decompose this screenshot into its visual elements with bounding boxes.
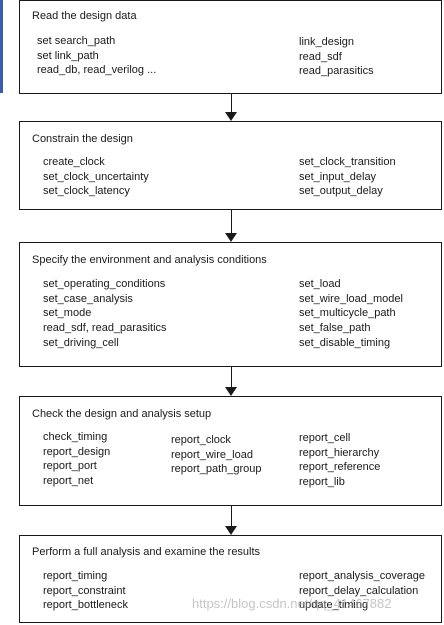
command-label: read_sdf: [299, 50, 342, 63]
command-label: set_operating_conditions: [43, 278, 166, 290]
watermark-text: https://blog.csdn.net/qq_41467882: [192, 596, 392, 611]
command-label: read_db, read_verilog ...: [37, 64, 157, 77]
command-label: set_load: [299, 278, 341, 290]
command-label: set_input_delay: [299, 170, 377, 183]
arrow-head: [225, 233, 237, 242]
command-label: set_case_analysis: [43, 292, 133, 305]
arrow-shaft: [230, 94, 232, 113]
arrow-shaft: [230, 210, 232, 234]
command-label: set_mode: [43, 307, 92, 320]
command-label: report_timing: [43, 570, 108, 582]
command-label: set_multicycle_path: [299, 307, 396, 320]
command-label: report_port: [43, 460, 97, 473]
arrow-head: [225, 526, 237, 535]
arrow-shaft: [230, 367, 232, 388]
command-column: set_operating_conditions set_case_analys…: [43, 277, 167, 350]
command-label: report_net: [43, 475, 94, 488]
command-label: create_clock: [43, 156, 105, 168]
command-label: set_false_path: [299, 322, 371, 335]
command-label: set link_path: [37, 49, 99, 62]
command-label: set_clock_latency: [43, 185, 130, 198]
command-column: report_analysis_coverage report_delay_ca…: [299, 569, 425, 613]
command-label: set_disable_timing: [299, 336, 391, 349]
command-label: set search_path: [37, 35, 116, 47]
stage-check-design: Check the design and analysis setup chec…: [19, 396, 442, 506]
command-column: set_clock_transition set_input_delay set…: [299, 155, 396, 199]
command-label: report_path_group: [171, 463, 262, 476]
command-column: link_design read_sdf read_parasitics: [299, 35, 374, 79]
command-column: create_clock set_clock_uncertainty set_c…: [43, 155, 149, 199]
stage-constrain-design: Constrain the design create_clock set_cl…: [19, 121, 442, 210]
flow-arrow: [225, 367, 237, 396]
stage-full-analysis: Perform a full analysis and examine the …: [19, 535, 442, 623]
stage-title: Check the design and analysis setup: [32, 408, 212, 420]
command-label: read_sdf, read_parasitics: [43, 322, 167, 335]
arrow-head: [225, 112, 237, 121]
command-label: set_output_delay: [299, 185, 383, 198]
command-label: report_cell: [299, 432, 351, 444]
command-label: check_timing: [43, 431, 108, 443]
arrow-shaft: [230, 506, 232, 527]
command-label: report_delay_calculation: [299, 584, 419, 597]
stage-title: Constrain the design: [32, 133, 133, 145]
flow-arrow: [225, 94, 237, 121]
command-label: report_wire_load: [171, 448, 253, 461]
command-column: report_cell report_hierarchy report_refe…: [299, 431, 380, 490]
command-label: set_wire_load_model: [299, 292, 403, 305]
flow-arrow: [225, 210, 237, 242]
command-column: report_clock report_wire_load report_pat…: [171, 433, 262, 477]
command-label: report_reference: [299, 461, 381, 474]
command-column: report_timing report_constraint report_b…: [43, 569, 128, 613]
command-label: report_design: [43, 445, 111, 458]
command-label: set_clock_transition: [299, 156, 396, 168]
command-label: set_clock_uncertainty: [43, 170, 149, 183]
command-label: report_bottleneck: [43, 599, 128, 612]
command-label: report_hierarchy: [299, 446, 380, 459]
stage-specify-environment: Specify the environment and analysis con…: [19, 242, 442, 367]
stage-title: Specify the environment and analysis con…: [32, 254, 267, 266]
command-column: check_timing report_design report_port r…: [43, 430, 110, 489]
command-label: read_parasitics: [299, 65, 374, 78]
arrow-head: [225, 387, 237, 396]
command-label: set_driving_cell: [43, 336, 119, 349]
command-label: link_design: [299, 36, 355, 48]
command-column: set search_path set link_path read_db, r…: [37, 34, 156, 78]
command-label: update_timing: [299, 599, 369, 612]
command-label: report_lib: [299, 476, 345, 489]
command-label: report_constraint: [43, 584, 126, 597]
stage-title: Perform a full analysis and examine the …: [32, 546, 261, 558]
flow-arrow: [225, 506, 237, 535]
left-accent-bar: [0, 0, 3, 93]
command-label: report_clock: [171, 434, 231, 446]
command-label: report_analysis_coverage: [299, 570, 425, 582]
command-column: set_load set_wire_load_model set_multicy…: [299, 277, 403, 350]
stage-read-design-data: Read the design data set search_path set…: [19, 0, 442, 94]
stage-title: Read the design data: [32, 10, 137, 22]
